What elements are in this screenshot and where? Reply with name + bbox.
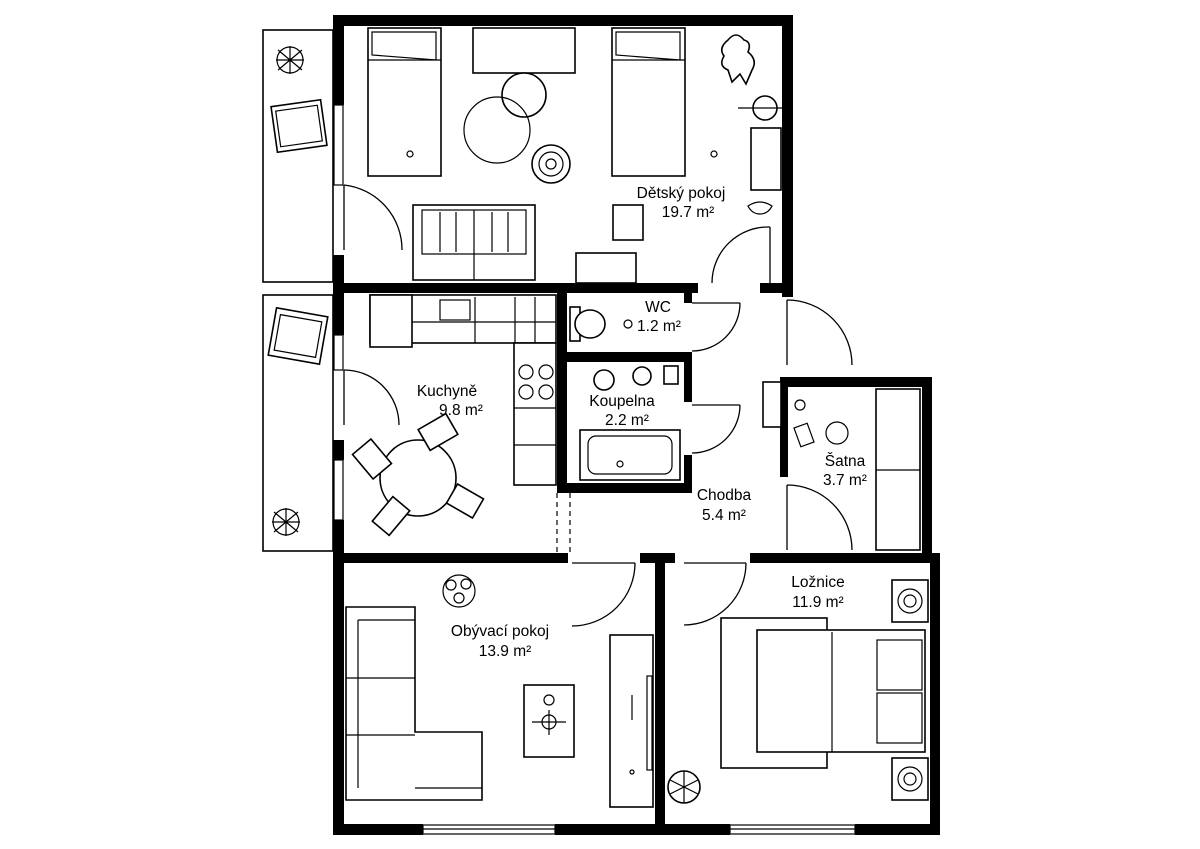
room-name-chodba: Chodba bbox=[697, 487, 752, 504]
room-area-kuchyne: 9.8 m² bbox=[439, 402, 483, 419]
kitchen-furniture bbox=[351, 294, 557, 537]
room-name-koupelna: Koupelna bbox=[589, 393, 655, 410]
room-area-satna: 3.7 m² bbox=[823, 472, 867, 489]
floor-lamp-icon bbox=[667, 770, 701, 804]
room-area-obyvaci: 13.9 m² bbox=[479, 643, 532, 660]
bathroom-furniture bbox=[579, 365, 681, 481]
room-area-wc: 1.2 m² bbox=[637, 318, 681, 335]
bedroom-furniture bbox=[667, 579, 929, 804]
toy-car-icon bbox=[531, 144, 571, 184]
room-area-chodba: 5.4 m² bbox=[702, 507, 746, 524]
plant-icon bbox=[747, 201, 773, 215]
doors bbox=[343, 184, 853, 627]
walls bbox=[333, 15, 940, 835]
room-name-kuchyne: Kuchyně bbox=[417, 383, 477, 400]
flower-pot-icon bbox=[272, 508, 300, 536]
wc-furniture bbox=[569, 306, 633, 342]
kids-room-furniture bbox=[367, 27, 782, 284]
flower-pot-icon bbox=[276, 46, 304, 74]
teddy-bear-icon bbox=[720, 34, 756, 86]
room-name-wc: WC bbox=[645, 299, 671, 316]
room-area-detsky: 19.7 m² bbox=[662, 204, 715, 221]
windows bbox=[333, 104, 856, 835]
room-labels: Dětský pokoj 19.7 m² WC 1.2 m² Kuchyně 9… bbox=[417, 185, 867, 660]
room-area-loznice: 11.9 m² bbox=[792, 594, 843, 611]
living-room-furniture bbox=[345, 574, 654, 808]
balcony-upper bbox=[262, 29, 334, 283]
balcony-furniture bbox=[267, 46, 329, 536]
room-name-obyvaci: Obývací pokoj bbox=[451, 623, 549, 640]
room-area-koupelna: 2.2 m² bbox=[605, 412, 649, 429]
plant-icon bbox=[442, 574, 476, 608]
room-name-loznice: Ložnice bbox=[791, 574, 844, 591]
room-name-satna: Šatna bbox=[825, 453, 866, 470]
room-name-detsky: Dětský pokoj bbox=[637, 185, 726, 202]
wardrobe-furniture bbox=[793, 388, 921, 551]
